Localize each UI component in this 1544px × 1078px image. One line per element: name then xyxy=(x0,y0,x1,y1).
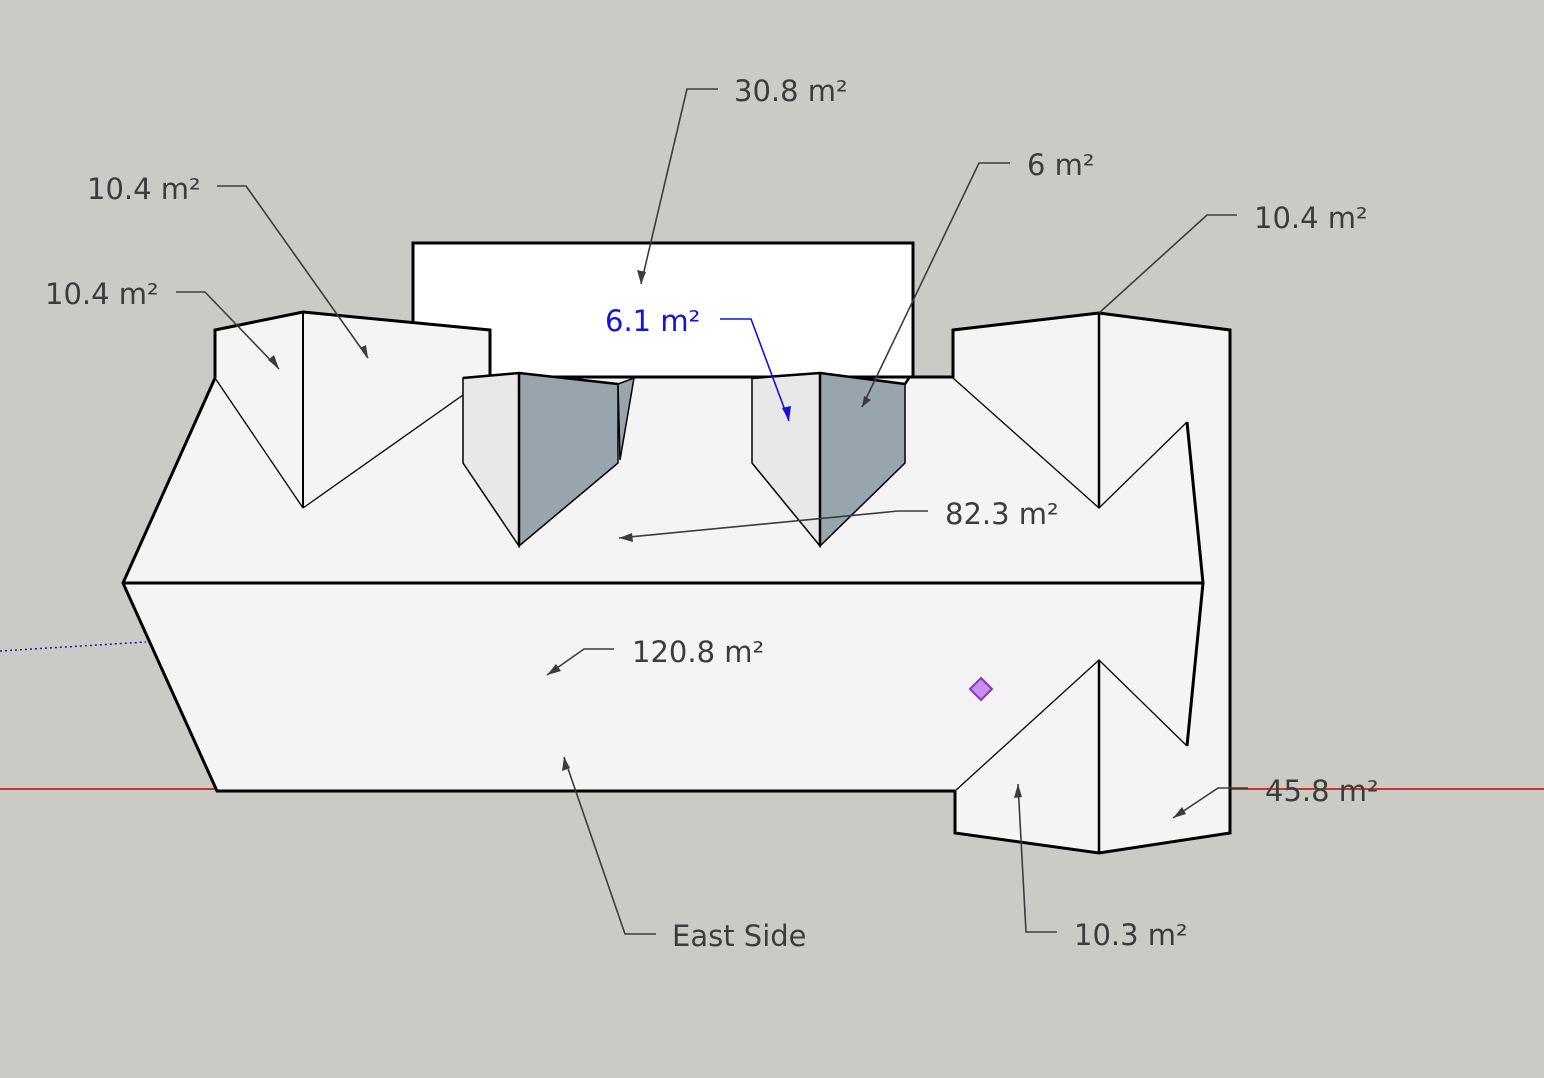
leader-gable-left-upper xyxy=(217,185,369,359)
left-gable-face[interactable] xyxy=(215,312,490,508)
inference-point-icon[interactable] xyxy=(968,676,994,702)
right-gable-outline-edge xyxy=(951,311,1232,855)
label-roof-top-area[interactable]: 30.8 m² xyxy=(734,74,848,108)
left-gable-valley-edge xyxy=(302,394,464,509)
main-outline-edge xyxy=(121,377,955,793)
leader-roof-top xyxy=(640,88,718,285)
label-wing-right-area[interactable]: 45.8 m² xyxy=(1265,774,1379,808)
label-wall-east-area[interactable]: 120.8 m² xyxy=(632,635,764,669)
label-east-side[interactable]: East Side xyxy=(672,919,807,953)
label-roof-main-area[interactable]: 82.3 m² xyxy=(945,497,1059,531)
leader-arrowheads xyxy=(268,270,1186,818)
leader-wing-right xyxy=(1172,787,1248,819)
label-dormer-left-selected-area[interactable]: 6.1 m² xyxy=(605,304,700,338)
leader-wall-east xyxy=(546,648,614,676)
label-gable-right-area[interactable]: 10.4 m² xyxy=(1254,201,1368,235)
leader-lines xyxy=(176,88,1248,935)
leader-dormer-left-selected xyxy=(720,318,790,422)
leader-dormer-right xyxy=(861,162,1010,408)
leader-gable-right xyxy=(1098,214,1237,314)
leader-arrowhead-selected xyxy=(782,406,791,421)
label-gable-left-lower-area[interactable]: 10.4 m² xyxy=(45,277,159,311)
blue-axis-dotted-line xyxy=(0,641,147,652)
leader-east-side xyxy=(563,756,656,935)
right-gable-lower-valley-edge xyxy=(954,659,1188,792)
leader-gable-left-lower xyxy=(176,291,280,370)
leader-roof-main xyxy=(618,510,928,539)
dormer-1-top-edge xyxy=(462,371,619,386)
right-gable-upper-valley-edge xyxy=(952,377,1188,509)
right-wing-hip-edge xyxy=(1185,421,1205,747)
dormer-2-top-edge xyxy=(751,371,911,386)
east-wall-face[interactable] xyxy=(123,583,1203,791)
dormer-1-side-face[interactable] xyxy=(617,376,635,461)
left-gable-valley-edge xyxy=(214,377,304,509)
label-dormer-right-area[interactable]: 6 m² xyxy=(1027,148,1095,182)
label-gable-left-upper-area[interactable]: 10.4 m² xyxy=(87,172,201,206)
leader-wing-bottom xyxy=(1017,783,1057,933)
label-wing-bottom-area[interactable]: 10.3 m² xyxy=(1074,918,1188,952)
